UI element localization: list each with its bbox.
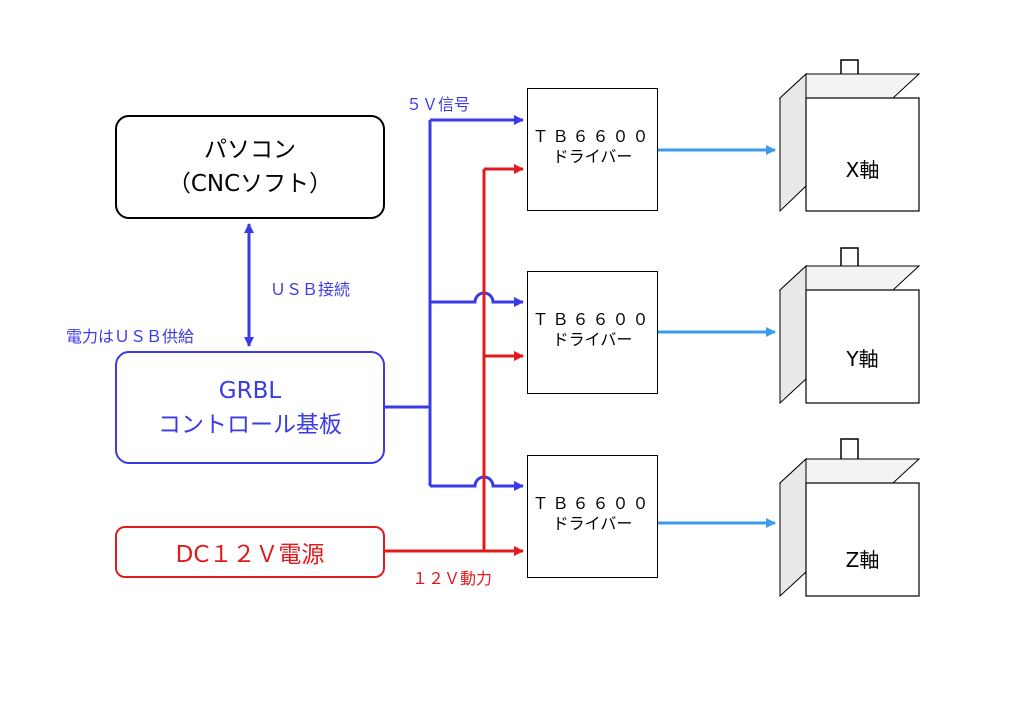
motor-y [778,247,921,405]
driver-box-z: ＴＢ６６００ ドライバー [527,455,658,578]
grbl-board-box: GRBL コントロール基板 [115,351,385,464]
pc-title: パソコン [204,137,296,163]
driver-model: ＴＢ６６００ [532,127,653,146]
power-supply-box: DC１２Ｖ電源 [115,526,385,578]
pc-subtitle: （CNCソフト） [167,171,333,197]
motor-front-face [805,97,920,212]
motor-front-face [805,289,920,404]
motor-front-face [805,482,920,597]
motor-label-z: Z軸 [845,548,880,572]
power-12v-label: １２Ｖ動力 [412,569,493,588]
signal-line-z [430,475,524,491]
motor-z [778,438,921,598]
motor-label-y: Y軸 [846,347,879,371]
signal-line-y [430,291,524,307]
pc-box: パソコン （CNCソフト） [115,115,385,219]
usb-connection-label: ＵＳＢ接続 [270,280,351,299]
grbl-subtitle: コントロール基板 [158,411,342,438]
driver-label: ドライバー [552,330,633,349]
driver-model: ＴＢ６６００ [532,310,653,329]
driver-box-x: ＴＢ６６００ ドライバー [527,88,658,211]
driver-label: ドライバー [552,514,633,533]
driver-model: ＴＢ６６００ [532,494,653,513]
signal-5v-label: ５Ｖ信号 [406,95,471,114]
grbl-title: GRBL [218,377,282,404]
signal-bus-line [385,120,432,486]
motor-side-face [779,457,807,598]
driver-label: ドライバー [552,147,633,166]
power-supply-label: DC１２Ｖ電源 [175,542,325,568]
motor-side-face [779,264,807,405]
driver-box-y: ＴＢ６６００ ドライバー [527,271,658,394]
usb-power-label: 電力はＵＳＢ供給 [66,327,195,346]
motor-x [778,59,921,213]
motor-label-x: X軸 [845,158,880,182]
power-bus-line [385,169,486,553]
motor-side-face [779,72,807,213]
